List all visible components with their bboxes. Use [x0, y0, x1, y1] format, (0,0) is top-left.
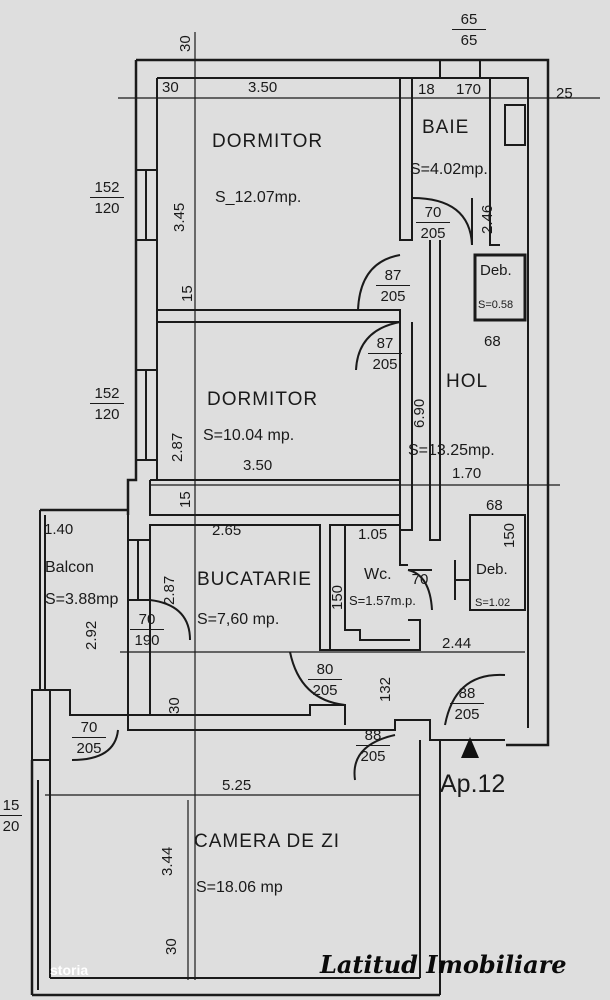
brand-logo: Latitud Imobiliare — [320, 950, 567, 979]
dim-dormitor-2-height: 2.87 — [169, 432, 186, 462]
room-balcon-area: S=3.88mp — [45, 591, 119, 608]
dim-bucatarie-width: 2.65 — [212, 522, 242, 539]
room-hol-area: S=13.25mp. — [408, 442, 495, 459]
room-deb-1-name: Deb. — [480, 262, 512, 279]
room-bucatarie-area: S=7,60 mp. — [197, 611, 280, 628]
dim-hol-lower-width: 2.44 — [442, 635, 472, 652]
room-deb-2-area: S=1.02 — [475, 597, 511, 609]
door-dim-wc: 70 — [411, 571, 429, 588]
apartment-label: Ap.12 — [440, 770, 506, 798]
room-baie-area: S=4.02mp. — [410, 161, 488, 178]
room-dormitor-1-area: S_12.07mp. — [215, 189, 302, 206]
room-camera-area: S=18.06 mp — [196, 879, 283, 896]
door-dim-camera: 88 205 — [356, 728, 390, 764]
dim-30-c: 30 — [166, 697, 183, 714]
room-dormitor-1-name: DORMITOR — [212, 131, 324, 152]
dim-dormitor-2-width: 3.50 — [243, 457, 273, 474]
dim-deb-1-width: 68 — [484, 333, 501, 350]
dim-wc-height: 150 — [329, 584, 346, 610]
dim-132: 132 — [377, 676, 394, 702]
dim-balcon-width: 1.40 — [44, 521, 74, 538]
room-dormitor-2-name: DORMITOR — [207, 389, 319, 410]
room-wc-name: Wc. — [364, 566, 392, 583]
room-deb-2-name: Deb. — [476, 561, 508, 578]
window-dim-left-1: 152 120 — [90, 180, 124, 216]
dim-30-d: 30 — [163, 938, 180, 955]
room-balcon-name: Balcon — [45, 559, 94, 576]
dim-camera-height: 3.44 — [159, 846, 176, 876]
dim-deb-2-width: 68 — [486, 497, 503, 514]
dim-15-b: 15 — [177, 491, 194, 508]
door-dim-balcon: 70 190 — [130, 612, 164, 648]
dim-balcon-height: 2.92 — [83, 620, 100, 650]
window-dim-left-3: 15 20 — [0, 798, 22, 834]
dim-bucatarie-height: 2.87 — [161, 575, 178, 605]
room-camera-name: CAMERA DE ZI — [194, 831, 341, 852]
door-dim-bucatarie: 80 205 — [308, 662, 342, 698]
door-dim-balcon-2: 70 205 — [72, 720, 106, 756]
dim-top-30: 30 — [162, 79, 179, 96]
door-dim-entry: 88 205 — [450, 686, 484, 722]
dim-wc-width: 1.05 — [358, 526, 388, 543]
door-dim-baie: 70 205 — [416, 205, 450, 241]
dim-top-18: 18 — [418, 81, 435, 98]
dim-hol-width: 1.70 — [452, 465, 482, 482]
dim-top-170: 170 — [456, 81, 482, 98]
dim-dormitor-1-height: 3.45 — [171, 202, 188, 232]
room-bucatarie-name: BUCATARIE — [197, 569, 312, 590]
room-deb-1-area: S=0.58 — [478, 299, 514, 311]
dim-top-vertical-30: 30 — [177, 35, 194, 52]
door-dim-dormitor-1: 87 205 — [376, 268, 410, 304]
room-baie-name: BAIE — [422, 117, 470, 138]
storia-watermark: storia — [50, 962, 89, 978]
dim-top-350: 3.50 — [248, 79, 278, 96]
room-hol-name: HOL — [446, 371, 489, 392]
dim-baie-height: 2.46 — [479, 204, 496, 234]
window-dim-left-2: 152 120 — [90, 386, 124, 422]
room-dormitor-2-area: S=10.04 mp. — [203, 427, 295, 444]
window-dim-top: 65 65 — [452, 12, 486, 48]
room-wc-area: S=1.57m.p. — [349, 593, 416, 608]
door-dim-dormitor-2: 87 205 — [368, 336, 402, 372]
dim-camera-width: 5.25 — [222, 777, 252, 794]
dim-right-25: 25 — [556, 85, 573, 102]
dim-deb-2-height: 150 — [501, 522, 518, 548]
dim-hol-height: 6.90 — [411, 398, 428, 428]
dim-15-a: 15 — [179, 285, 196, 302]
